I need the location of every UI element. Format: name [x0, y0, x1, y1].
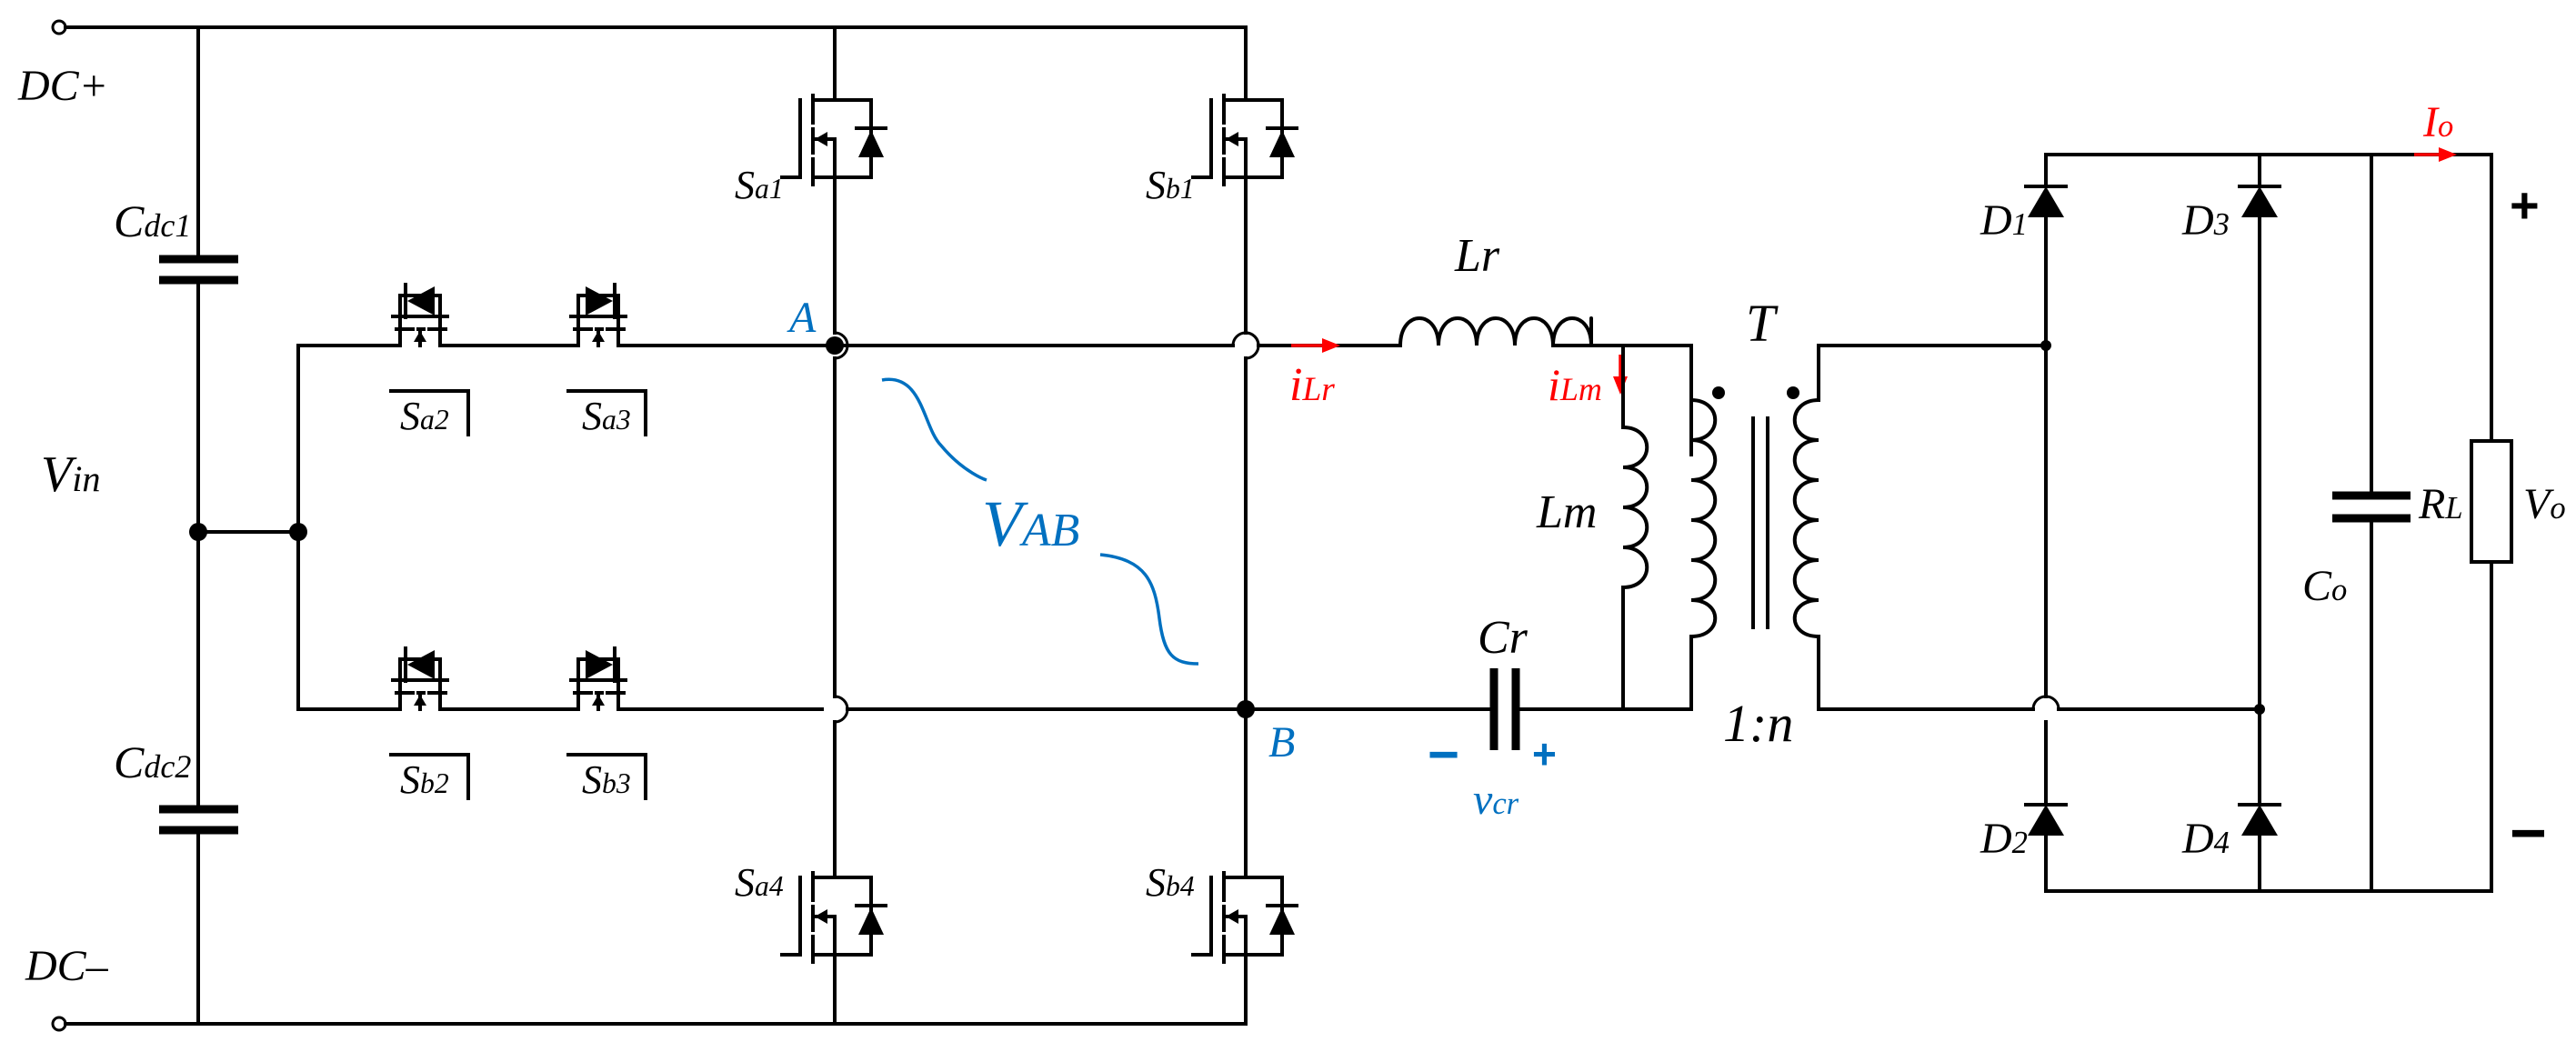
lr-inductor [1398, 316, 1693, 456]
sa2-label: Sa2 [400, 394, 449, 438]
lm-label: Lm [1536, 486, 1597, 538]
transformer-core [1751, 416, 1769, 629]
d3-label: D3 [2181, 196, 2230, 245]
cr-label: Cr [1478, 612, 1529, 664]
output-minus-sign: − [2510, 797, 2547, 868]
sa1-label: Sa1 [735, 163, 784, 207]
sa4-label: Sa4 [735, 860, 784, 905]
d4-label: D4 [2181, 815, 2230, 863]
sb2-sb3-switch-pair [296, 646, 824, 711]
dc-minus-rail [51, 962, 1248, 1032]
node-a-label: A [787, 294, 817, 342]
lr-label: Lr [1454, 230, 1500, 282]
rectifier-left-leg [2024, 153, 2068, 893]
sb4-label: Sb4 [1146, 860, 1195, 905]
wire-crossover [1231, 331, 1260, 346]
co-label: Co [2302, 562, 2347, 610]
sa3-label: Sa3 [582, 394, 631, 438]
vcr-label: vcr [1473, 776, 1519, 824]
turns-ratio-label: 1:n [1723, 694, 1793, 753]
vab-curve-top [881, 377, 987, 482]
dc-plus-label: DC+ [17, 62, 108, 110]
ilm-current-arrow [1613, 355, 1628, 395]
leg-b [1191, 25, 1298, 1026]
dc-plus-rail [51, 19, 1248, 97]
vcr-plus-sign: + [1532, 730, 1557, 777]
ilr-current-arrow [1291, 338, 1340, 353]
transformer-secondary [1787, 344, 2048, 711]
io-label: Io [2422, 98, 2453, 146]
vab-curve-bottom [1099, 553, 1199, 666]
vcr-minus-sign: − [1428, 724, 1459, 785]
node-b-label: B [1268, 718, 1295, 766]
ilm-label: iLm [1548, 359, 1602, 410]
transformer-primary [1689, 344, 1725, 638]
co-capacitor [2332, 153, 2411, 893]
d1-label: D1 [1980, 196, 2028, 245]
cdc2-label: Cdc2 [114, 736, 191, 787]
vo-label: Vo [2523, 480, 2566, 528]
io-current-arrow [2414, 147, 2457, 162]
cr-capacitor [1489, 635, 1693, 750]
rl-label: RL [2418, 480, 2463, 528]
rl-resistor [2470, 153, 2513, 893]
d2-label: D2 [1980, 815, 2028, 863]
sa2-sa3-switch-pair [296, 283, 837, 347]
midpoint-link [189, 344, 307, 711]
sb1-label: Sb1 [1146, 163, 1195, 207]
lm-inductor [1621, 344, 1649, 711]
leg-a [780, 25, 887, 1026]
vin-label: Vin [41, 446, 101, 503]
transformer-label: T [1746, 294, 1779, 353]
rectifier-right-leg [2238, 153, 2281, 893]
dc-minus-label: DC– [25, 942, 109, 990]
output-plus-sign: + [2510, 176, 2540, 234]
cdc1-label: Cdc1 [114, 195, 191, 246]
sb3-label: Sb3 [582, 757, 631, 802]
ilr-label: iLr [1289, 359, 1335, 411]
vab-label: VAB [982, 487, 1079, 560]
sb2-label: Sb2 [400, 757, 449, 802]
gate-brackets [389, 389, 647, 800]
cdc1-capacitor [159, 25, 238, 1026]
